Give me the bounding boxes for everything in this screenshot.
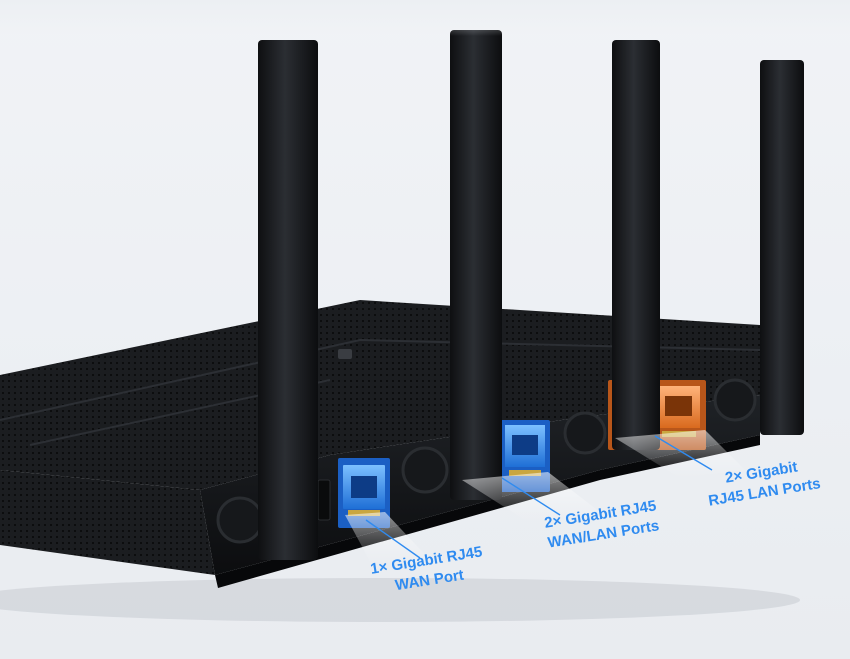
antenna-mount: [713, 378, 757, 422]
leader-line-lan: [654, 435, 713, 471]
floor-shadow: [0, 578, 800, 622]
antenna-mount: [563, 411, 607, 455]
antenna-mount: [401, 446, 449, 494]
leader-line-wan-lan: [501, 477, 561, 516]
power-port: [317, 479, 331, 521]
router-left-side: [0, 470, 215, 575]
logo-mark: [338, 349, 352, 359]
wan-port: [338, 458, 390, 528]
beam-wan: [345, 512, 430, 565]
antenna-mount: [216, 496, 264, 544]
beam-lan: [615, 430, 745, 478]
leader-line-wan: [365, 519, 421, 559]
router-top-surface: [0, 300, 760, 490]
router-bottom-edge: [215, 435, 760, 588]
